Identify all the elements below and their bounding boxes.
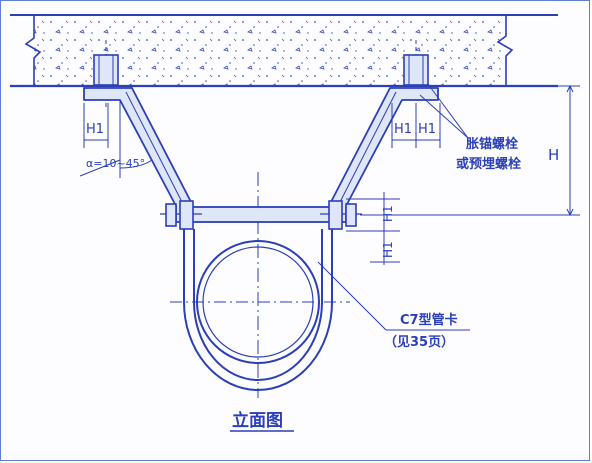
pipe bbox=[196, 240, 320, 364]
label-h1-lower: H1 bbox=[381, 241, 395, 258]
left-bracket bbox=[83, 87, 191, 223]
anchor-bolt-leader bbox=[419, 83, 469, 139]
h-dimension bbox=[360, 84, 580, 217]
label-anchor-bolt-1: 胀锚螺栓 bbox=[466, 136, 518, 152]
h1-dimension-right bbox=[391, 103, 441, 148]
label-h1-right-b: H1 bbox=[418, 122, 436, 137]
tie-bar bbox=[189, 206, 333, 223]
right-bracket bbox=[331, 87, 439, 223]
pipe-clamp bbox=[183, 229, 333, 391]
clamp-leader bbox=[317, 261, 470, 331]
label-h: H bbox=[548, 146, 559, 164]
diagram-title: 立面图 bbox=[232, 410, 283, 431]
label-h1-right-a: H1 bbox=[394, 122, 412, 137]
label-clamp-2: （见35页） bbox=[384, 334, 454, 350]
left-clamp-bolt bbox=[160, 200, 202, 230]
label-clamp-1: C7型管卡 bbox=[400, 312, 458, 328]
angle-indicator bbox=[79, 100, 153, 178]
h1-dimension-left bbox=[83, 103, 109, 148]
label-h1-left: H1 bbox=[86, 122, 104, 137]
label-h1-upper: H1 bbox=[381, 205, 395, 222]
right-clamp-bolt bbox=[320, 200, 362, 230]
concrete-slab bbox=[10, 14, 558, 88]
h1-vertical-dims bbox=[346, 192, 400, 265]
label-alpha: α=10~45° bbox=[86, 157, 145, 170]
label-anchor-bolt-2: 或预埋螺栓 bbox=[456, 156, 521, 172]
